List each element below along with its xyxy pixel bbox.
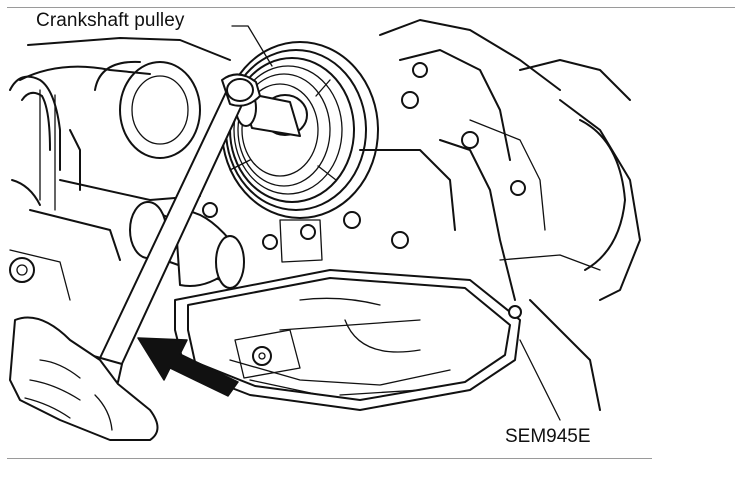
wrench [87,73,261,383]
figure-code: SEM945E [505,426,591,447]
bottom-rule [7,458,652,459]
callout-leader-line [231,25,273,67]
block-bolts [202,62,526,319]
idler-pulley [94,60,201,159]
crankshaft-pulley-label: Crankshaft pulley [36,10,185,31]
hand [9,316,159,441]
drain-plug [234,329,301,379]
direction-arrow [137,337,239,397]
top-rule [7,7,735,8]
hoses [9,75,81,283]
pulley-bolt [235,89,308,137]
